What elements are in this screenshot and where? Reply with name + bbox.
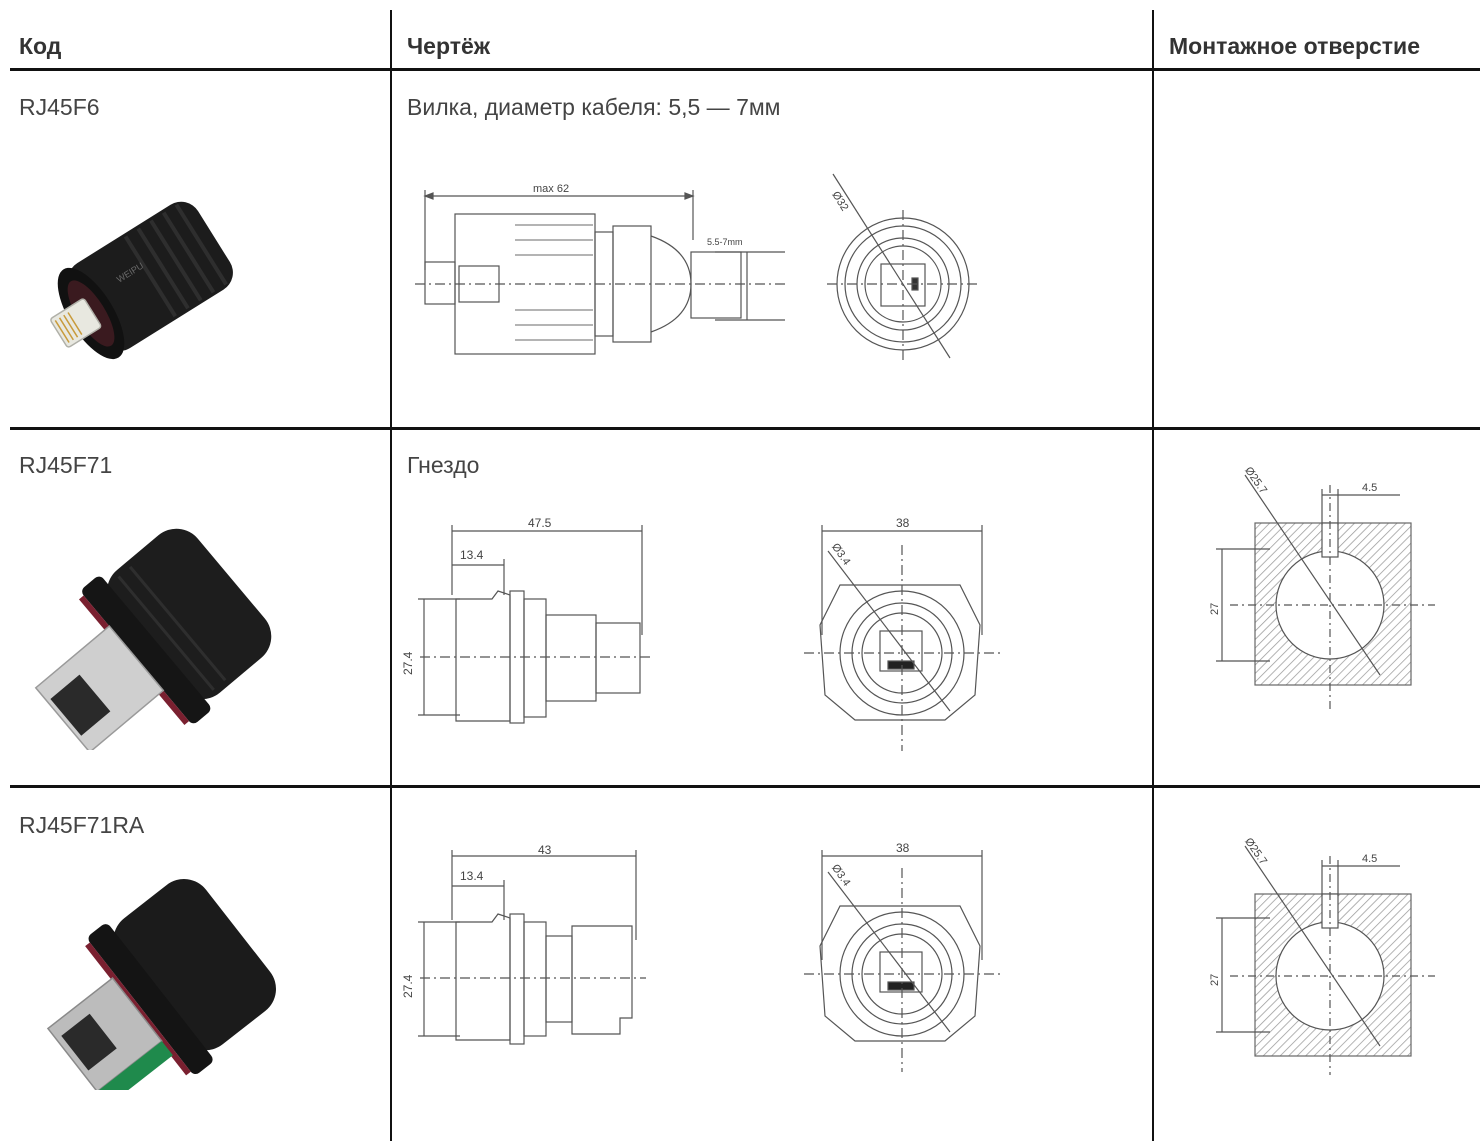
row-description: Вилка, диаметр кабеля: 5,5 — 7мм bbox=[407, 94, 781, 120]
dim-key: 4.5 bbox=[1362, 853, 1377, 865]
header-rule bbox=[10, 68, 1480, 71]
right-angle-socket-photo bbox=[46, 879, 276, 1090]
dim-hole-height: 27 bbox=[1209, 603, 1221, 615]
dim-hole-height: 27 bbox=[1209, 974, 1221, 986]
dim-length: 43 bbox=[538, 843, 552, 857]
row-rule bbox=[10, 785, 1480, 788]
dim-length: 47.5 bbox=[528, 516, 552, 530]
mounting-hole-2: 4.5 27 Ø25.7 bbox=[1209, 836, 1435, 1075]
plug-photo: WEIPU bbox=[50, 201, 233, 360]
right-angle-socket-drawing: 43 13.4 27.4 38 Ø3.4 bbox=[401, 841, 1000, 1072]
column-divider bbox=[390, 10, 392, 1141]
header-drawing: Чертёж bbox=[407, 33, 491, 59]
row-description: Гнездо bbox=[407, 452, 480, 478]
dim-cable: 5.5-7mm bbox=[707, 237, 743, 247]
mounting-hole-1: 4.5 27 Ø25.7 bbox=[1209, 465, 1435, 710]
dim-diameter: Ø32 bbox=[829, 189, 850, 213]
plug-drawing: max 62 5.5-7mm Ø32 bbox=[415, 173, 981, 360]
row-code: RJ45F71RA bbox=[19, 812, 145, 838]
socket-drawing: 47.5 13.4 27.4 38 Ø3.4 bbox=[401, 516, 1000, 751]
dim-flange: 13.4 bbox=[460, 548, 484, 562]
dim-diameter: Ø3.4 bbox=[829, 541, 853, 567]
socket-photo bbox=[34, 528, 272, 750]
row-code: RJ45F6 bbox=[19, 94, 100, 120]
dim-key: 4.5 bbox=[1362, 482, 1377, 494]
dim-flange: 13.4 bbox=[460, 869, 484, 883]
dim-height: 27.4 bbox=[401, 974, 415, 998]
row-rule bbox=[10, 427, 1480, 430]
dim-width: 38 bbox=[896, 516, 910, 530]
dim-length: max 62 bbox=[533, 183, 569, 195]
dim-diameter: Ø3.4 bbox=[829, 862, 853, 888]
header-mounting-hole: Монтажное отверстие bbox=[1169, 33, 1420, 59]
dim-width: 38 bbox=[896, 841, 910, 855]
dim-height: 27.4 bbox=[401, 651, 415, 675]
row-code: RJ45F71 bbox=[19, 452, 113, 478]
header-code: Код bbox=[19, 33, 62, 59]
column-divider bbox=[1152, 10, 1154, 1141]
